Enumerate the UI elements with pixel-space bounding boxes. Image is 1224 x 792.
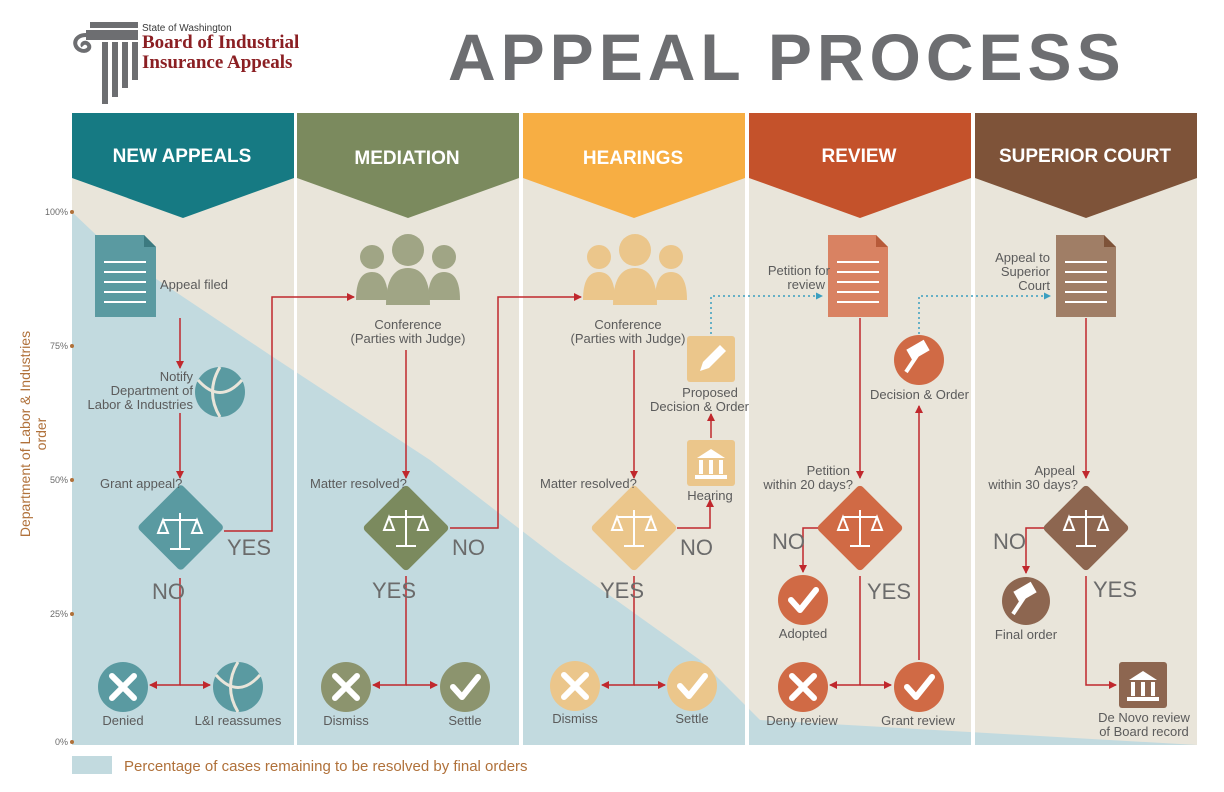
dismiss-label: Dismiss: [552, 711, 598, 726]
document-icon: [1056, 235, 1116, 317]
appeal-court-line3: Court: [1018, 278, 1050, 293]
grant-review-label: Grant review: [881, 713, 955, 728]
scales-diamond-icon: [363, 485, 449, 571]
appeal-question-line2: within 30 days?: [988, 477, 1078, 492]
grant-review-icon: [894, 662, 944, 712]
page-title: APPEAL PROCESS: [448, 20, 1126, 94]
settle-label: Settle: [675, 711, 709, 726]
pencil-icon: [687, 336, 735, 382]
notify-line1: Notify: [159, 369, 193, 384]
denied-label: Denied: [102, 713, 144, 728]
hearing-label: Hearing: [687, 488, 733, 503]
no-label: NO: [993, 529, 1026, 554]
yes-label: YES: [372, 578, 417, 603]
deny-review-label: Deny review: [766, 713, 838, 728]
people-icon: [356, 234, 460, 305]
org-state: State of Washington: [142, 23, 232, 34]
conference-line1: Conference: [374, 317, 442, 332]
yes-label: YES: [867, 579, 912, 604]
proposed-line1: Proposed: [682, 385, 738, 400]
column-icon: [73, 22, 138, 104]
gavel-icon: [1002, 577, 1050, 625]
matter-resolved-question: Matter resolved?: [540, 476, 637, 491]
y-tick-75: 75%: [49, 341, 68, 351]
final-order-label: Final order: [994, 627, 1058, 642]
settle-icon: [667, 661, 717, 711]
appeal-court-line1: Appeal to: [995, 250, 1050, 265]
stage-hearings: HEARINGS: [582, 148, 684, 169]
y-tick-25: 25%: [49, 609, 68, 619]
courthouse-icon: [1119, 662, 1167, 708]
y-tick-0: 0%: [54, 737, 68, 747]
stage-mediation: MEDIATION: [354, 148, 460, 169]
no-label: NO: [772, 529, 805, 554]
stage-new-appeals: NEW APPEALS: [112, 146, 252, 167]
scales-diamond-icon: [817, 485, 903, 571]
org-logo: [72, 20, 140, 106]
de-novo-line1: De Novo review: [1098, 710, 1190, 725]
petition-line2: review: [787, 277, 825, 292]
scales-diamond-icon: [1043, 485, 1129, 571]
appeal-question-line1: Appeal: [1034, 463, 1075, 478]
notify-line3: Labor & Industries: [87, 397, 193, 412]
proposed-line2: Decision & Order: [650, 399, 749, 414]
document-icon: [828, 235, 888, 317]
org-name-line2: Insurance Appeals: [142, 52, 293, 73]
stage-superior-court: SUPERIOR COURT: [998, 146, 1172, 167]
scales-diamond-icon: [591, 485, 677, 571]
reassumes-icon: [213, 661, 263, 713]
stage-banners: [72, 113, 1197, 218]
petition-question-line2: within 20 days?: [763, 477, 853, 492]
org-name-line1: Board of Industrial: [142, 32, 300, 53]
y-axis-label: Department of Labor & Industries order: [17, 330, 49, 538]
deny-review-icon: [778, 662, 828, 712]
no-label: NO: [452, 535, 485, 560]
yes-label: YES: [227, 535, 272, 560]
yes-label: YES: [600, 578, 645, 603]
petition-question-line1: Petition: [806, 463, 850, 478]
de-novo-line2: of Board record: [1099, 724, 1189, 739]
settle-icon: [440, 662, 490, 712]
labor-industries-icon: [195, 366, 245, 418]
conference-line2: (Parties with Judge): [570, 331, 686, 346]
grant-appeal-question: Grant appeal?: [100, 476, 183, 491]
adopted-label: Adopted: [778, 626, 828, 641]
settle-label: Settle: [448, 713, 482, 728]
dismiss-icon: [321, 662, 371, 712]
denied-icon: [98, 662, 148, 712]
conference-line2: (Parties with Judge): [350, 331, 466, 346]
document-icon: [95, 235, 156, 317]
scales-diamond-icon: [138, 485, 223, 570]
people-icon: [583, 234, 687, 305]
dismiss-icon: [550, 661, 600, 711]
y-tick-50: 50%: [49, 475, 68, 485]
yes-label: YES: [1093, 577, 1138, 602]
legend-text: Percentage of cases remaining to be reso…: [124, 758, 528, 775]
matter-resolved-question: Matter resolved?: [310, 476, 407, 491]
conference-line1: Conference: [594, 317, 662, 332]
decision-order-label: Decision & Order: [870, 387, 969, 402]
gavel-icon: [894, 335, 944, 385]
dismiss-label: Dismiss: [323, 713, 369, 728]
adopted-icon: [778, 575, 828, 625]
remaining-cases-area: [72, 212, 1197, 745]
courthouse-icon: [687, 440, 735, 486]
appeal-court-line2: Superior: [1000, 264, 1050, 279]
petition-line1: Petition for: [767, 263, 830, 278]
stage-review: REVIEW: [821, 146, 897, 167]
no-label: NO: [680, 535, 713, 560]
notify-line2: Department of: [110, 383, 193, 398]
appeal-filed-label: Appeal filed: [160, 277, 228, 292]
no-label: NO: [152, 579, 185, 604]
reassumes-label: L&I reassumes: [194, 713, 282, 728]
y-tick-100: 100%: [44, 207, 68, 217]
legend-swatch: [72, 756, 112, 774]
